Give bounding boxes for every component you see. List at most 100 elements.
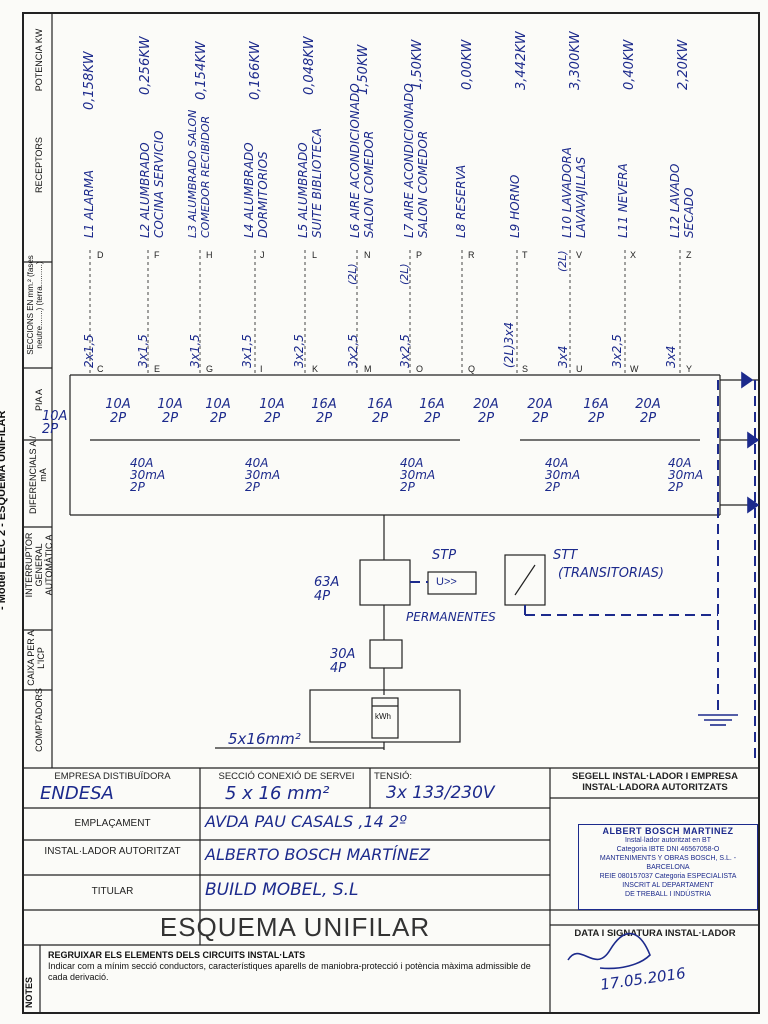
letter-top: N [364,250,371,260]
data-label: DATA I SIGNATURA INSTAL·LADOR [574,928,736,939]
letter-top: L [312,250,318,260]
letter-bottom: U [576,364,583,374]
differential-poles: 2P [668,480,683,494]
differential: 40A 30mA 2P [245,457,295,493]
differential-rating: 40A [400,456,424,470]
circuit-section: 2x1,5 [82,334,96,368]
letter-bottom: Q [468,364,476,374]
stp-symbol: U>> [436,576,457,588]
differential: 40A 30mA 2P [130,457,180,493]
main-breaker: 63A 4P [314,576,339,604]
seccio-label: SECCIÓ CONEXIÓ DE SERVEI [218,771,355,782]
letter-bottom: Y [686,364,693,374]
tensio-value: 3x 133/230V [386,783,495,803]
differential-sensitivity: 30mA [400,468,436,482]
stamp-line: MANTENIMENTS Y OBRAS BOSCH, S.L. - BARCE… [599,855,737,871]
circuit-section: (2L)3x4 [502,321,516,368]
permanentes-label: PERMANENTES [406,610,496,624]
circuit-power: 3,300KW [568,31,583,90]
circuit-power: 0,166KW [248,41,263,100]
stp-label: STP [432,548,457,563]
main-breaker-rating: 63A [314,575,340,590]
titular-value: BUILD MOBEL, S.L [205,880,359,900]
pia-rating: 10A 2P [105,397,131,426]
letter-bottom: W [630,364,639,374]
circuit-section: 3x1,5 [240,334,254,368]
stt-label: STT [553,548,578,563]
icp-rating: 30A [330,647,356,662]
circuit-note: (2L) [346,263,359,285]
circuit-receptor: L9 HORNO [508,174,522,238]
circuit-section: 3x2,5 [346,334,360,368]
letter-top: F [154,250,160,260]
circuit-note: (2L) [556,250,569,272]
differential-sensitivity: 30mA [668,468,704,482]
circuit-power: 0,256KW [138,36,153,95]
letter-top: H [206,250,213,260]
letter-top: R [468,250,475,260]
sheet-frame [22,12,760,1014]
circuit-note: (2L) [398,263,411,285]
differential-sensitivity: 30mA [545,468,581,482]
letter-top: T [522,250,528,260]
differential-poles: 2P [130,480,145,494]
letter-bottom: M [364,364,372,374]
circuit-power: 0,40KW [622,39,637,90]
circuit-receptor: L2 ALUMBRADO COCINA SERVICIO [138,130,166,238]
letter-top: X [630,250,637,260]
circuit-receptor: L1 ALARMA [82,169,96,238]
circuit-receptor: L12 LAVADO SECADO [668,163,696,238]
letter-top: Z [686,250,692,260]
pia-rating: 16A 2P [583,397,609,426]
main-pia-rating: 10A 2P [42,409,68,437]
letter-bottom: I [260,364,263,374]
notes-label: NOTES [24,976,34,1008]
differential-rating: 40A [668,456,692,470]
letter-bottom: G [206,364,214,374]
circuit-section: 3x4 [556,345,570,368]
circuit-receptor: L10 LAVADORA LAVAVAJILLAS [560,147,588,238]
stamp-line: Categoria IBTE DNI 46567058-O [616,846,720,853]
circuit-power: 0,158KW [82,51,97,110]
letter-top: V [576,250,583,260]
pia-rating: 16A 2P [419,397,445,426]
differential: 40A 30mA 2P [668,457,718,493]
circuit-receptor: L8 RESERVA [454,164,468,238]
circuit-power: 2,20KW [676,39,691,90]
notes-block: REGRUIXAR ELS ELEMENTS DELS CIRCUITS INS… [48,950,548,983]
differential-poles: 2P [545,480,560,494]
letter-bottom: S [522,364,529,374]
letter-top: J [260,250,265,260]
letter-bottom: E [154,364,161,374]
notes-line1: REGRUIXAR ELS ELEMENTS DELS CIRCUITS INS… [48,950,306,960]
differential-rating: 40A [130,456,154,470]
differential-sensitivity: 30mA [245,468,281,482]
circuit-receptor: L6 AIRE ACONDICIONADO SALON COMEDOR [348,83,376,238]
page-title: ESQUEMA UNIFILAR [159,912,431,942]
pia-rating: 10A 2P [157,397,183,426]
stamp-line: Instal·lador autoritzat en BT [625,837,711,844]
differential-rating: 40A [245,456,269,470]
stamp-name: ALBERT BOSCH MARTINEZ [602,826,734,836]
differential-sensitivity: 30mA [130,468,166,482]
empresa-value: ENDESA [40,783,114,804]
stamp-line: DE TREBALL I INDÚSTRIA [625,891,711,898]
circuit-section: 3x2,5 [398,334,412,368]
letter-bottom: K [312,364,319,374]
pia-rating: 16A 2P [311,397,337,426]
icp: 30A 4P [330,648,355,676]
installer-stamp: ALBERT BOSCH MARTINEZ Instal·lador autor… [578,824,758,910]
letter-top: P [416,250,423,260]
circuit-power: 0,00KW [460,39,475,90]
emplacament-value: AVDA PAU CASALS ,14 2º [205,812,407,831]
circuit-receptor: L3 ALUMBRADO SALON COMEDOR RECIBIDOR [186,109,212,238]
letter-bottom: O [416,364,424,374]
differential-poles: 2P [245,480,260,494]
circuit-receptor: L11 NEVERA [616,163,630,238]
circuit-power: 0,154KW [194,41,209,100]
notes-line2: Indicar com a mínim secció conductors, c… [48,961,531,982]
meter-label: kWh [375,712,391,721]
segell-label: SEGELL INSTAL·LADOR I EMPRESA INSTAL·LAD… [572,771,738,793]
